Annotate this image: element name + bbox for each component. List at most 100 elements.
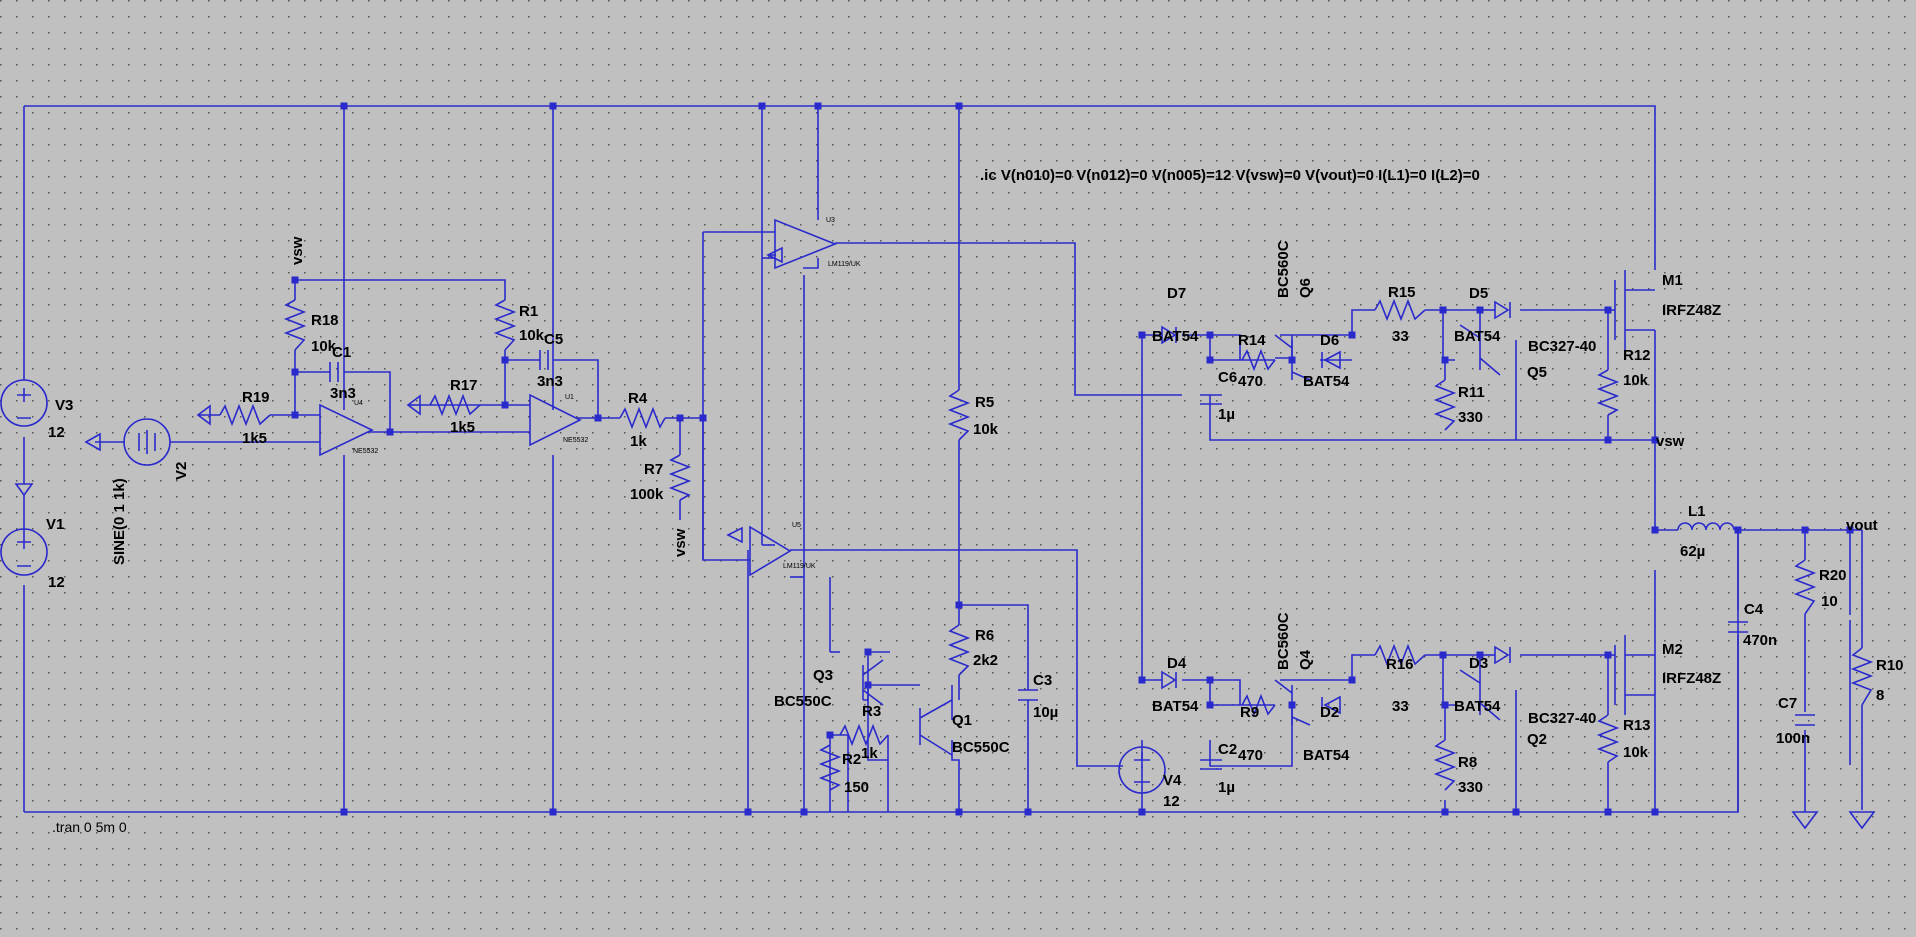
capacitor-c1[interactable] <box>329 362 339 382</box>
label-D7-name: D7 <box>1167 285 1186 302</box>
resistor-r2[interactable] <box>818 744 842 791</box>
diode-d2[interactable] <box>1321 695 1341 715</box>
junction-dot <box>1138 808 1146 816</box>
junction-dot <box>1024 808 1032 816</box>
label-C1-name: C1 <box>332 344 351 361</box>
resistor-r11[interactable] <box>1433 379 1457 431</box>
label-R9-name: R9 <box>1240 704 1259 721</box>
mosfet-m2[interactable] <box>1614 635 1655 715</box>
junction-dot <box>501 401 509 409</box>
label-R20-name: R20 <box>1819 567 1847 584</box>
mosfet-m1[interactable] <box>1614 270 1655 350</box>
junction-dot <box>340 102 348 110</box>
label-R18-value: 10k <box>311 338 337 355</box>
label-D5-name: D5 <box>1469 285 1488 302</box>
junction-dot <box>676 414 684 422</box>
opamp-u1[interactable] <box>529 393 582 447</box>
transistor-q5[interactable] <box>1459 324 1501 376</box>
label-Q1-value: BC550C <box>952 739 1010 756</box>
label-V4-value: 12 <box>1163 793 1180 810</box>
netlabel-vsw-2: vsw <box>672 528 689 557</box>
capacitor-c6[interactable] <box>1200 394 1222 405</box>
junction-dot <box>1604 436 1612 444</box>
label-R10-name: R10 <box>1876 657 1904 674</box>
resistor-r3[interactable] <box>839 723 889 747</box>
junction-dot <box>1348 676 1356 684</box>
source-v2[interactable] <box>84 418 171 466</box>
resistor-r1[interactable] <box>493 299 517 351</box>
junction-dot <box>1206 356 1214 364</box>
capacitor-c3[interactable] <box>1018 689 1038 701</box>
label-D6-name: D6 <box>1320 332 1339 349</box>
resistor-r17[interactable] <box>429 393 481 417</box>
diode-d4[interactable] <box>1161 670 1177 690</box>
opamp-u4[interactable] <box>319 403 374 457</box>
resistor-r10[interactable] <box>1850 647 1874 706</box>
label-C1-value: 3n3 <box>330 385 356 402</box>
label-L1-value: 62µ <box>1680 543 1705 560</box>
comparator-u5[interactable] <box>749 525 792 577</box>
transistor-q3[interactable] <box>862 659 884 706</box>
diode-d7[interactable] <box>1161 325 1177 345</box>
label-R17-value: 1k5 <box>450 419 475 436</box>
label-R8-name: R8 <box>1458 754 1477 771</box>
label-D3-name: D3 <box>1469 655 1488 672</box>
diode-d6[interactable] <box>1321 350 1341 370</box>
resistor-r15[interactable] <box>1374 298 1426 322</box>
transistor-q2[interactable] <box>1459 669 1501 721</box>
source-v3[interactable] <box>0 379 48 427</box>
resistor-r8[interactable] <box>1433 739 1457 791</box>
junction-dot <box>291 368 299 376</box>
resistor-r18[interactable] <box>283 299 307 351</box>
capacitor-c5[interactable] <box>539 350 549 370</box>
junction-dot <box>826 731 834 739</box>
label-V2-name: V2 <box>173 462 190 480</box>
junction-dot <box>1801 526 1809 534</box>
resistor-r20[interactable] <box>1793 559 1817 615</box>
label-Q6-value: BC560C <box>1275 240 1292 298</box>
resistor-r9[interactable] <box>1241 693 1276 717</box>
junction-dot <box>501 356 509 364</box>
ground-symbol <box>196 404 211 426</box>
transistor-q1[interactable] <box>919 699 953 756</box>
label-R5-value: 10k <box>973 421 999 438</box>
label-C6-name: C6 <box>1218 369 1237 386</box>
diode-d5[interactable] <box>1494 300 1511 320</box>
resistor-r7[interactable] <box>668 454 692 501</box>
resistor-r6[interactable] <box>947 624 971 676</box>
junction-dot <box>699 414 707 422</box>
label-R19-value: 1k5 <box>242 430 267 447</box>
junction-dot <box>1206 701 1214 709</box>
capacitor-c2[interactable] <box>1200 759 1222 770</box>
resistor-r12[interactable] <box>1596 369 1620 416</box>
resistor-r16[interactable] <box>1374 643 1426 667</box>
label-R3-value: 1k <box>861 745 878 762</box>
comparator-u3[interactable] <box>774 218 838 270</box>
label-D5-value: BAT54 <box>1454 328 1501 345</box>
source-v4[interactable] <box>1118 746 1166 794</box>
capacitor-c4[interactable] <box>1728 621 1748 633</box>
label-R11-name: R11 <box>1458 384 1485 401</box>
resistor-r14[interactable] <box>1241 348 1276 372</box>
symbols <box>0 218 1876 830</box>
junction-dot <box>800 808 808 816</box>
junction-dot <box>291 276 299 284</box>
resistor-r4[interactable] <box>619 406 666 430</box>
label-D4-value: BAT54 <box>1152 698 1199 715</box>
label-C5-value: 3n3 <box>537 373 563 390</box>
resistor-r19[interactable] <box>219 403 271 427</box>
diode-d3[interactable] <box>1494 645 1511 665</box>
resistor-r5[interactable] <box>947 389 971 441</box>
source-v1[interactable] <box>0 528 48 576</box>
inductor-l1[interactable] <box>1677 522 1735 531</box>
label-R15-value: 33 <box>1392 328 1409 345</box>
capacitor-c7[interactable] <box>1795 714 1815 726</box>
junction-dot <box>864 648 872 656</box>
junction-dot <box>1512 808 1520 816</box>
label-R5-name: R5 <box>975 394 994 411</box>
label-D7-value: BAT54 <box>1152 328 1199 345</box>
resistor-r13[interactable] <box>1596 714 1620 763</box>
